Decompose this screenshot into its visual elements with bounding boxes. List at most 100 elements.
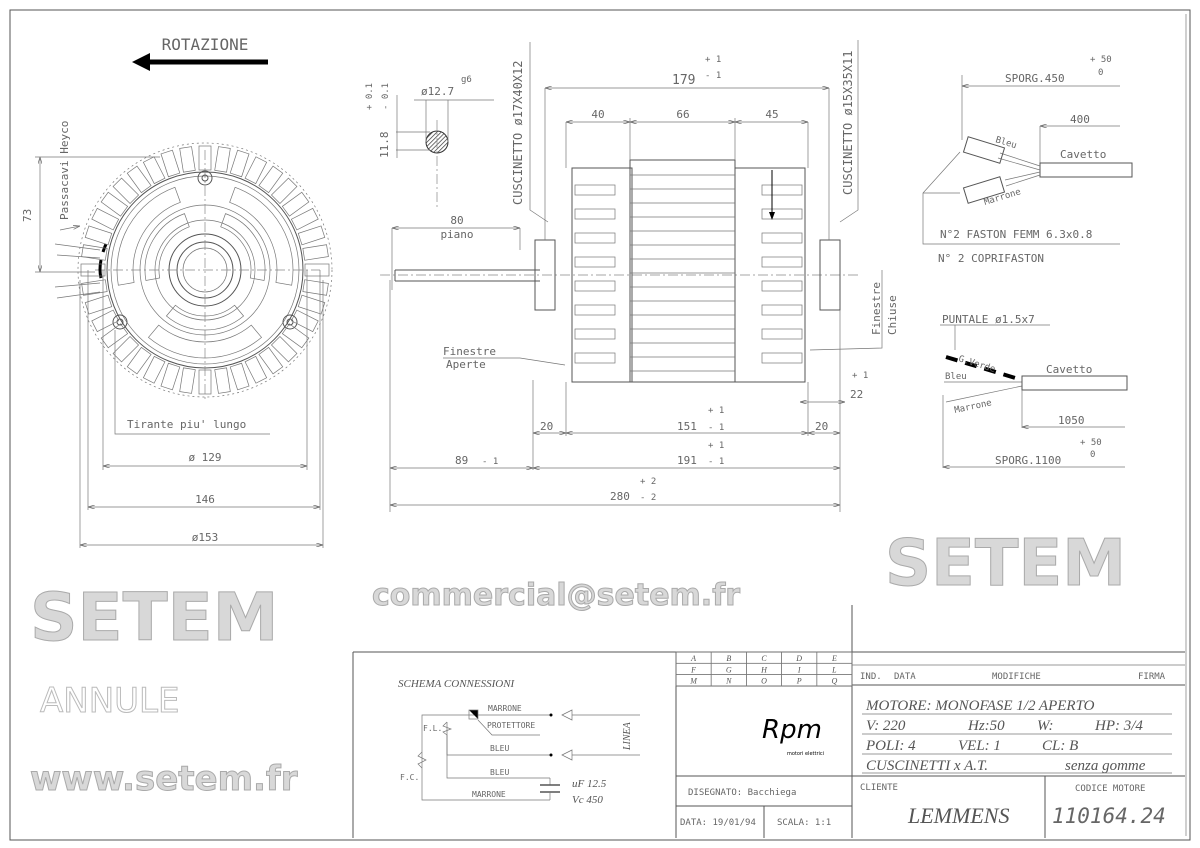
dim-22-tol: + 1 bbox=[852, 371, 868, 381]
cooling-fin bbox=[84, 294, 113, 315]
schema-fc: F.C. bbox=[400, 773, 419, 782]
dim-280-tol-plus: + 2 bbox=[640, 477, 656, 487]
end-shield-rib bbox=[761, 256, 803, 268]
grid-cell: D bbox=[795, 654, 802, 663]
cooling-fin bbox=[100, 323, 129, 349]
cooling-fin bbox=[160, 149, 181, 178]
end-shield-rib bbox=[574, 352, 616, 364]
cooling-fin bbox=[290, 207, 319, 231]
rev-mods: MODIFICHE bbox=[992, 672, 1041, 682]
cooling-fin bbox=[91, 207, 120, 231]
rev-ind: IND. bbox=[860, 672, 882, 682]
bearing-rear-label: CUSCINETTO ø15X35X11 bbox=[841, 51, 855, 196]
rotation-indicator: ROTAZIONE bbox=[132, 35, 268, 71]
cooling-fin bbox=[270, 177, 298, 205]
end-shield-rib bbox=[761, 208, 803, 220]
open-windows-label-2: Aperte bbox=[446, 358, 486, 371]
cooling-fin bbox=[80, 263, 106, 277]
motor-code: 110164.24 bbox=[1052, 804, 1166, 828]
watermark-email: commercial@setem.fr bbox=[372, 578, 740, 613]
end-shield-rib bbox=[761, 304, 803, 316]
cooling-fin bbox=[126, 346, 152, 375]
dim-191-tol-plus: + 1 bbox=[708, 441, 724, 451]
rpm-logo-sub: motori elettrici bbox=[787, 751, 824, 757]
shaft-section: ø12.7 g6 11.8 + 0.1 - 0.1 bbox=[365, 75, 494, 210]
cooling-fin bbox=[302, 244, 329, 261]
grid-cell: M bbox=[689, 677, 698, 686]
schema-protector: PROTETTORE bbox=[487, 721, 535, 730]
end-shield-rib bbox=[574, 184, 616, 196]
cooling-fin bbox=[302, 279, 329, 296]
end-shield-rib bbox=[574, 304, 616, 316]
cable-gland-label: Passacavi Heyco bbox=[58, 121, 71, 220]
dim-80: 80 bbox=[450, 214, 463, 227]
voltage: V: 220 bbox=[866, 718, 906, 734]
shaft-diameter: ø12.7 bbox=[421, 85, 454, 98]
cooling-fin bbox=[297, 225, 326, 246]
watermark-brand-2: SETEM bbox=[885, 527, 1126, 601]
motor-side-view bbox=[380, 159, 860, 383]
cooling-fin bbox=[244, 355, 268, 384]
dim-22: 22 bbox=[850, 388, 863, 401]
cooling-fin bbox=[179, 367, 196, 394]
closed-windows-label: Finestre bbox=[870, 282, 883, 335]
cable-gland-icon bbox=[98, 259, 103, 279]
dim-73: 73 bbox=[21, 209, 34, 222]
grid-cell: G bbox=[726, 665, 732, 674]
schema-line: LINEA bbox=[622, 721, 633, 751]
end-shield-rib bbox=[574, 256, 616, 268]
cooling-fin bbox=[281, 323, 310, 349]
tip-label: PUNTALE ø1.5x7 bbox=[942, 313, 1035, 326]
client-label: CLIENTE bbox=[860, 783, 898, 793]
faston-connector-icon bbox=[962, 136, 1006, 164]
watermark-brand: SETEM bbox=[30, 579, 278, 656]
end-shield-rib bbox=[761, 352, 803, 364]
grid-cell: O bbox=[761, 677, 767, 686]
open-windows-label: Finestre bbox=[443, 345, 496, 358]
cooling-fin bbox=[198, 145, 212, 171]
schema-marrone-bottom: MARRONE bbox=[472, 790, 506, 799]
cooling-fin bbox=[304, 263, 330, 277]
poles: POLI: 4 bbox=[865, 738, 916, 754]
side-view-dimensions: CUSCINETTO ø17X40X12 CUSCINETTO ø15X35X1… bbox=[389, 40, 899, 512]
rev-date: DATA bbox=[894, 672, 916, 682]
vent-slot bbox=[116, 186, 181, 286]
motor-end-view bbox=[54, 142, 333, 400]
dim-89-tol: - 1 bbox=[482, 457, 498, 467]
grid-cell: I bbox=[797, 665, 801, 674]
rpm-logo: Rpm bbox=[762, 715, 822, 745]
cable-label: Cavetto bbox=[1060, 148, 1106, 161]
schema-fl: F.L. bbox=[423, 724, 442, 733]
vent-slot bbox=[229, 186, 294, 286]
shaft-flat-height: 11.8 bbox=[378, 132, 391, 159]
coprifaston-note: N° 2 COPRIFASTON bbox=[938, 252, 1044, 265]
vent-slot bbox=[147, 324, 263, 359]
cooling-fin bbox=[244, 156, 268, 185]
grid-cell: B bbox=[726, 654, 731, 663]
bearing-front-label: CUSCINETTO ø17X40X12 bbox=[511, 61, 525, 206]
schema-voltage: Vc 450 bbox=[572, 794, 603, 806]
tol-minus: - 0.1 bbox=[381, 83, 391, 110]
cooling-fin bbox=[91, 309, 120, 333]
sporg-1100-tol-plus: + 50 bbox=[1080, 438, 1102, 448]
grid-cell: N bbox=[725, 677, 732, 686]
dim-179-tol-minus: - 1 bbox=[705, 71, 721, 81]
end-shield-rib bbox=[761, 280, 803, 292]
dim-45: 45 bbox=[765, 108, 778, 121]
vent-slot bbox=[220, 213, 266, 281]
length-400: 400 bbox=[1070, 113, 1090, 126]
wire-bleu-2: Bleu bbox=[945, 372, 967, 382]
cooling-fin bbox=[142, 156, 166, 185]
end-shield-rib bbox=[574, 208, 616, 220]
cooling-fin bbox=[160, 362, 181, 391]
schema-capacitance: uF 12.5 bbox=[572, 778, 607, 790]
tie-rod-label: Tirante piu' lungo bbox=[127, 418, 246, 431]
dim-153: ø153 bbox=[192, 531, 219, 544]
grid-cell: P bbox=[796, 677, 802, 686]
end-view-dimensions: Passacavi Heyco 73 Tirante piu' lungo ø … bbox=[21, 121, 324, 548]
drawing-scale: SCALA: 1:1 bbox=[777, 818, 831, 828]
sporg-1100-tol-minus: 0 bbox=[1090, 450, 1095, 460]
